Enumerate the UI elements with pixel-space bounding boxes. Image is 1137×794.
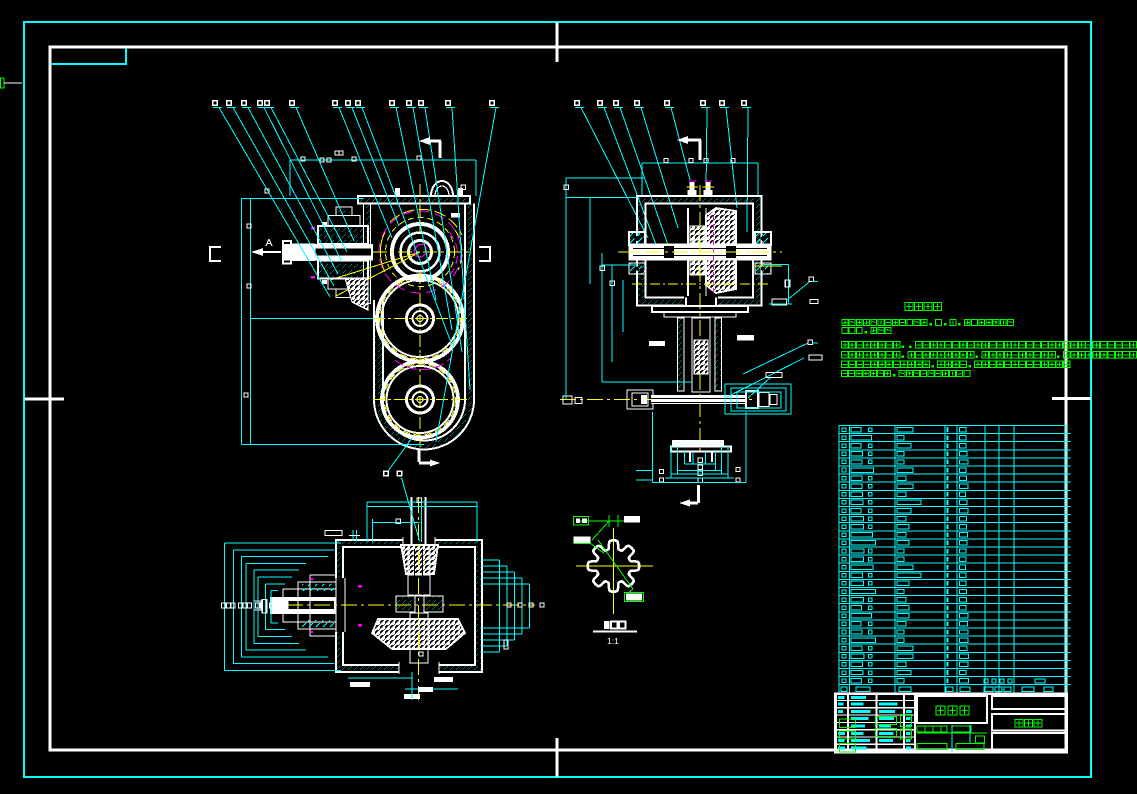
svg-text:1:1: 1:1 [607,636,619,646]
